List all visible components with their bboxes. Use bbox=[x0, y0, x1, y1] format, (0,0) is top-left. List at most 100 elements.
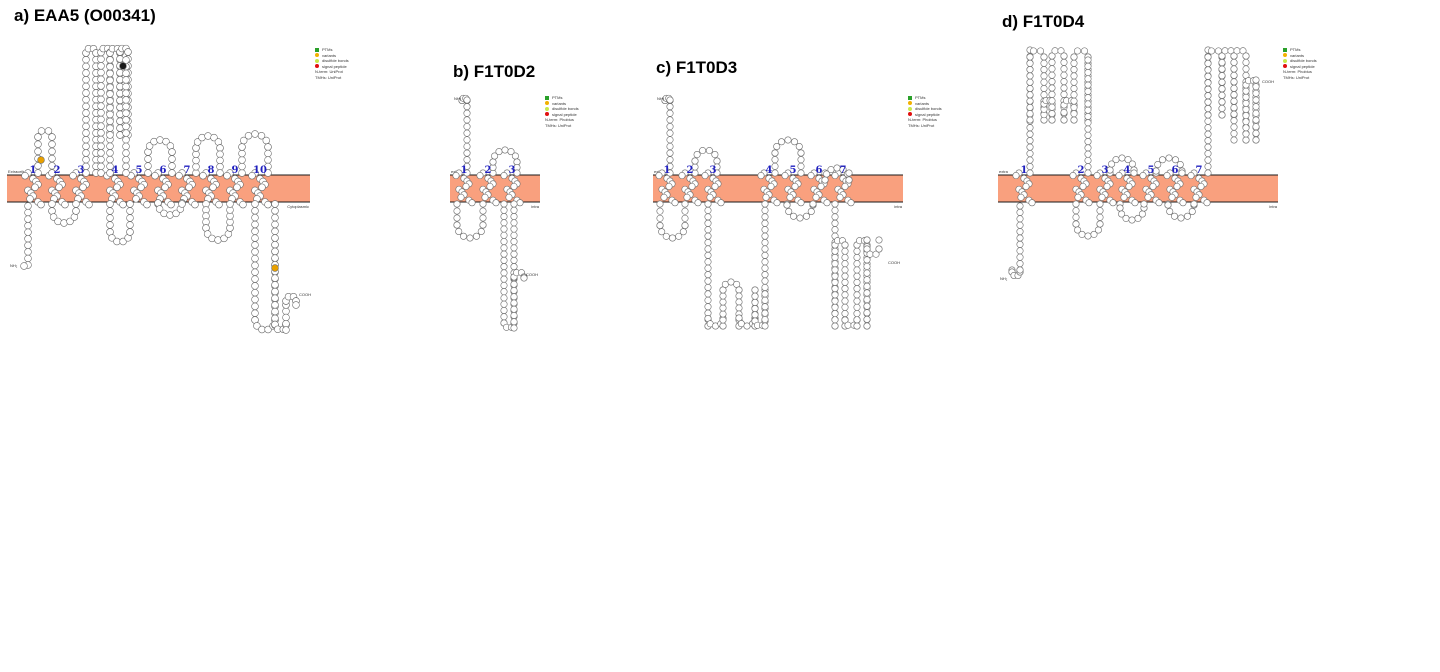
residue bbox=[1026, 156, 1034, 164]
residue bbox=[671, 199, 679, 207]
residue bbox=[453, 214, 461, 222]
helix-number: 3 bbox=[78, 165, 85, 176]
residue bbox=[258, 183, 266, 191]
residue bbox=[831, 226, 839, 234]
residue bbox=[845, 169, 853, 177]
residue bbox=[144, 162, 152, 170]
residue bbox=[463, 103, 471, 111]
residue bbox=[457, 193, 465, 201]
residue bbox=[1230, 104, 1238, 112]
residue bbox=[106, 76, 114, 85]
residue bbox=[863, 322, 871, 330]
residue bbox=[122, 169, 130, 177]
residue bbox=[97, 82, 105, 90]
residue bbox=[1118, 154, 1126, 162]
legend-item: PTMs bbox=[908, 95, 942, 101]
residue bbox=[510, 305, 518, 313]
residue bbox=[1084, 106, 1092, 114]
residue bbox=[1078, 230, 1086, 238]
residue bbox=[216, 156, 224, 165]
side-label-top: extra bbox=[999, 169, 1009, 174]
residue bbox=[463, 123, 471, 131]
residue bbox=[1204, 130, 1212, 138]
residue bbox=[751, 311, 759, 319]
residue bbox=[845, 176, 853, 184]
legend-label: signal peptide bbox=[552, 111, 577, 117]
residue bbox=[31, 183, 39, 191]
residue bbox=[1060, 90, 1068, 98]
residue bbox=[831, 213, 839, 221]
residue bbox=[264, 325, 272, 334]
residue bbox=[106, 69, 114, 78]
residue bbox=[453, 200, 461, 208]
residue bbox=[500, 288, 508, 296]
residue bbox=[510, 280, 518, 288]
residue bbox=[491, 152, 499, 160]
residue bbox=[863, 309, 871, 317]
residue bbox=[106, 149, 114, 157]
residue bbox=[216, 163, 224, 171]
residue bbox=[106, 169, 114, 177]
residue bbox=[191, 200, 199, 209]
legend-label: signal peptide bbox=[915, 111, 940, 117]
residue bbox=[761, 206, 769, 214]
residue bbox=[271, 307, 279, 316]
residue bbox=[97, 162, 105, 171]
residue bbox=[122, 156, 130, 164]
residue bbox=[704, 226, 712, 234]
residue bbox=[1094, 226, 1102, 234]
residue bbox=[1115, 172, 1123, 180]
residue bbox=[675, 232, 683, 240]
residue bbox=[463, 116, 471, 124]
residue bbox=[1070, 116, 1078, 124]
legend-item: N-term: Phobius bbox=[908, 117, 942, 123]
residue-chain-b bbox=[452, 94, 528, 332]
residue bbox=[1166, 208, 1174, 216]
residue bbox=[82, 155, 90, 164]
residue bbox=[82, 75, 90, 84]
residue bbox=[1176, 161, 1184, 169]
residue bbox=[839, 166, 847, 174]
residue bbox=[1230, 78, 1238, 86]
residue bbox=[1060, 52, 1068, 60]
residue bbox=[863, 245, 871, 253]
residue bbox=[831, 272, 839, 280]
residue bbox=[97, 95, 105, 104]
residue bbox=[841, 241, 849, 249]
residue bbox=[119, 237, 127, 246]
residue bbox=[841, 182, 849, 190]
residue bbox=[251, 207, 259, 215]
residue bbox=[122, 89, 130, 97]
n-terminus-label: NH₂ bbox=[454, 96, 462, 101]
residue bbox=[1252, 116, 1260, 124]
residue bbox=[192, 144, 200, 152]
residue bbox=[1084, 62, 1092, 70]
residue bbox=[1074, 47, 1082, 55]
residue bbox=[853, 310, 861, 318]
residue bbox=[251, 302, 259, 311]
residue bbox=[49, 213, 58, 221]
residue bbox=[106, 214, 114, 222]
residue bbox=[155, 205, 164, 213]
residue bbox=[809, 200, 817, 208]
legend-label: TMHs: UniProt bbox=[908, 122, 935, 128]
residue bbox=[510, 238, 518, 246]
residue bbox=[1060, 78, 1068, 86]
residue bbox=[238, 149, 246, 158]
n-terminus-label: NH₂ bbox=[657, 96, 665, 101]
residue bbox=[1084, 169, 1092, 177]
legend-item: TMHs: UniProt bbox=[315, 75, 349, 81]
residue bbox=[1252, 129, 1260, 137]
residue bbox=[662, 232, 670, 240]
residue bbox=[251, 200, 259, 208]
residue bbox=[34, 162, 42, 170]
residue bbox=[72, 207, 80, 215]
residue bbox=[1040, 72, 1048, 80]
residue bbox=[761, 316, 769, 324]
residue bbox=[1070, 91, 1078, 99]
residue bbox=[60, 219, 68, 227]
legend-label: disulfide bonds bbox=[1290, 58, 1317, 63]
residue bbox=[156, 136, 164, 144]
residue bbox=[106, 110, 114, 119]
